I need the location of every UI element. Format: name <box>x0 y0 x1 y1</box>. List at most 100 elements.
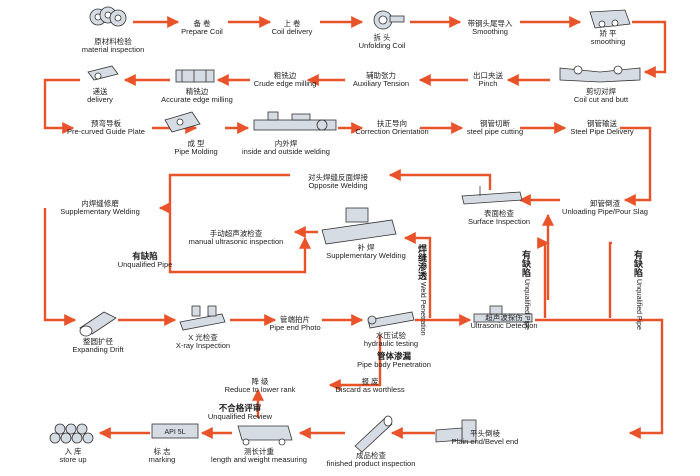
accurate-milling-icon <box>175 69 215 83</box>
annotation-weld-penetration: 焊缝渗透 Weld Penetration <box>416 244 429 336</box>
arrow-smoothing-to-cutbutt <box>632 20 667 78</box>
step-en: Opposite Welding <box>308 181 368 191</box>
step-en: Supplementary Welding <box>326 251 406 261</box>
step-cn: 测长计重 <box>244 447 274 456</box>
step-marking: 标 志 marking <box>142 447 182 465</box>
step-cn: 递送 <box>92 87 108 96</box>
step-cn: 成品检查 <box>356 451 386 460</box>
step-cn: X 光检查 <box>188 333 218 342</box>
step-en: Supplementary Welding <box>60 207 140 217</box>
step-ultrasonic-detection: 超声波探伤 Ultrasonic Detection <box>462 313 546 331</box>
step-store-up: 入 库 store up <box>48 447 98 465</box>
arrow-pipe-delivery-to-unloading <box>620 126 652 206</box>
step-cn: 辅助张力 <box>366 71 396 80</box>
step-correction-orientation: 扶正导向 Correction Orientation <box>352 119 432 137</box>
step-cn: 粗铣边 <box>273 71 297 80</box>
arrow-ut-to-plain <box>535 318 664 439</box>
step-cn: 成 型 <box>187 139 205 148</box>
step-en: Correction Orientation <box>355 127 429 137</box>
step-en: Smoothing <box>472 27 508 37</box>
coil-stack-icon <box>89 6 127 27</box>
arrow-opposite-to-inner <box>158 173 290 214</box>
step-en: Reduce to lower rank <box>224 385 296 395</box>
step-coil-cut-butt: 剪切对焊 Coil cut and butt <box>562 87 640 105</box>
step-en: Unfolding Coil <box>358 41 406 51</box>
step-plain-bevel-end: 平头倒棱 Plain end/Bevel end <box>440 429 530 447</box>
step-en: manual ultrasonic inspection <box>188 237 284 247</box>
step-cn: 补 焊 <box>357 243 375 252</box>
step-en: finished product inspection <box>326 459 416 469</box>
step-cn: 内外焊 <box>274 139 298 148</box>
step-cn: 卸管倒渣 <box>590 199 620 208</box>
step-reduce-rank: 降 级 Reduce to lower rank <box>212 377 308 395</box>
arrow-weld-pen-to-supp <box>403 232 432 318</box>
api-5l-label: API 5L <box>164 429 185 436</box>
step-hydraulic-testing: 水压试验 hydraulic testing <box>354 331 428 349</box>
step-cn: 平头倒棱 <box>470 429 500 438</box>
step-cn: 钢管切断 <box>480 119 510 128</box>
step-cn: 超声波探伤 <box>485 313 523 322</box>
step-en: delivery <box>87 95 113 105</box>
step-cn: 原材料检验 <box>94 37 132 46</box>
step-in-out-welding: 内外焊 inside and outside welding <box>236 139 336 157</box>
step-unfolding-coil: 拆 头 Unfolding Coil <box>352 33 412 51</box>
annotation-unqualified-pipe-v1: 有缺陷 Unqualified Pipe <box>520 250 533 330</box>
step-cn: 剪切对焊 <box>586 87 616 96</box>
step-en: steel pipe cutting <box>466 127 524 137</box>
step-supplementary-welding: 补 焊 Supplementary Welding <box>318 243 414 261</box>
cut-butt-machine-icon <box>559 65 641 83</box>
step-cn: 备 卷 <box>193 19 211 28</box>
step-en: Accurate edge milling <box>161 95 233 105</box>
plain-end-icon <box>435 419 477 443</box>
annotation-cn: 管体渗漏 <box>376 351 411 361</box>
step-en: Pre-curved Guide Plate <box>67 127 145 137</box>
annotation-en: Unqualified Pipe <box>523 278 530 330</box>
step-cn: 降 级 <box>251 377 269 386</box>
arrow-unqualified-loop <box>168 208 311 274</box>
annotation-en: Unqualified Pipe <box>117 260 173 270</box>
annotation-unqualified-review: 不合格评审 Unqualified Review <box>195 403 285 422</box>
step-cn: 预弯导板 <box>91 119 121 128</box>
step-cn: 内焊缝修磨 <box>81 199 119 208</box>
step-en: Prepare Coil <box>181 27 223 37</box>
step-surface-inspection: 表面检查 Surface Inspection <box>460 209 538 227</box>
step-en: X-ray Inspection <box>175 341 231 351</box>
arrow-inner-to-expanding <box>43 208 77 326</box>
icons <box>49 6 641 453</box>
step-cn: 整圆扩径 <box>83 337 113 346</box>
step-cn: 拆 头 <box>373 33 391 42</box>
step-en: Pinch <box>478 79 498 89</box>
annotation-cn: 有缺陷 <box>633 250 643 277</box>
step-length-weight: 测长计重 length and weight measuring <box>204 447 314 465</box>
annotation-en: Weld Penetration <box>419 281 426 336</box>
finished-pipe-icon <box>354 415 393 453</box>
step-cn: 出口夹送 <box>473 71 503 80</box>
annotation-cn: 焊缝渗透 <box>417 244 427 280</box>
step-en: smoothing <box>590 37 626 47</box>
arrow-hydro-to-discard <box>328 335 382 391</box>
step-cn: 扶正导向 <box>377 119 407 128</box>
length-weight-icon <box>237 425 293 446</box>
annotation-en: Unqualified Pipe <box>635 278 642 330</box>
step-cn: 表面检查 <box>484 209 514 218</box>
annotation-en: Pipe body Penetration <box>357 360 431 370</box>
annotation-unqualified-pipe: 有缺陷 Unqualified Pipe <box>110 251 180 270</box>
step-en: hydraulic testing <box>363 339 419 349</box>
step-en: Pipe end Photo <box>269 323 321 333</box>
step-cn: 钢管输送 <box>587 119 617 128</box>
annotation-cn: 有缺陷 <box>521 250 531 277</box>
step-en: Surface Inspection <box>467 217 531 227</box>
smoothing-machine-icon <box>589 9 631 29</box>
step-cn: 对头焊缝反面焊接 <box>308 173 368 182</box>
step-material-inspection: 原材料检验 material inspection <box>78 37 148 55</box>
pipe-stack-icon <box>49 423 94 444</box>
step-accurate-edge-milling: 精铣边 Accurate edge milling <box>152 87 242 105</box>
step-cn: 标 志 <box>153 447 171 456</box>
step-discard: 报 废 Discard as worthless <box>322 377 418 395</box>
step-supplementary-welding-left: 内焊缝修磨 Supplementary Welding <box>52 199 148 217</box>
expanding-drift-icon <box>79 311 117 337</box>
step-smoothing-guide: 带钢头尾导入 Smoothing <box>455 19 525 37</box>
step-en: Ultrasonic Detection <box>470 321 538 331</box>
guide-plate-icon <box>164 111 201 133</box>
marking-icon <box>151 423 199 439</box>
